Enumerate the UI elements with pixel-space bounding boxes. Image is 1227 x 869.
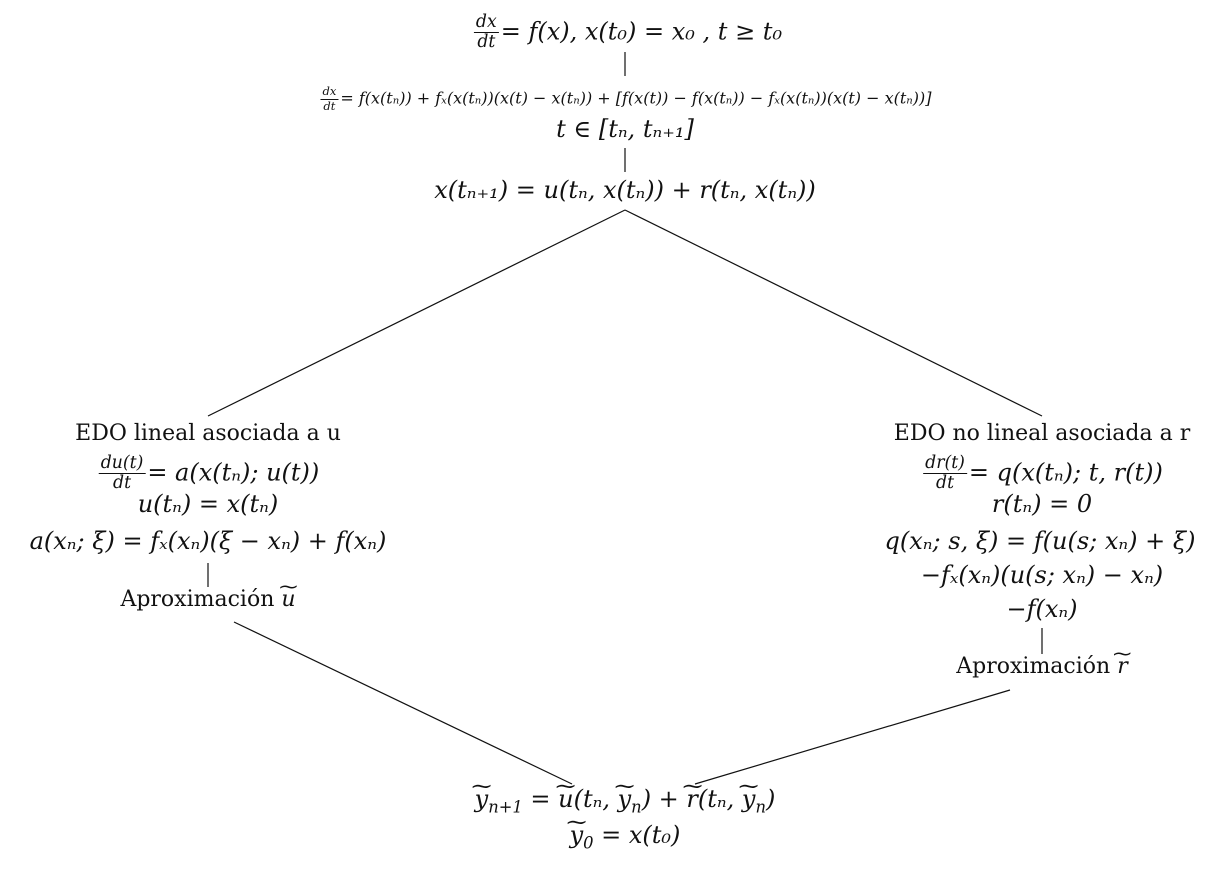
left-ode: du(t) dt = a(x(tₙ); u(t)): [97, 453, 320, 494]
left-initial-condition: u(tₙ) = x(tₙ): [137, 490, 279, 518]
init-rest: = x(t₀): [593, 821, 681, 849]
linearization-frac-den: dt: [323, 98, 336, 113]
left-approx-var: u: [281, 589, 295, 611]
ode-equation: dx dt = f(x), x(t₀) = x₀ , t ≥ t₀: [472, 12, 783, 53]
left-derivative-fraction: du(t) dt: [98, 453, 146, 494]
linearization-derivative-fraction: dx dt: [320, 84, 339, 113]
right-eq-rest: = q(x(tₙ); t, r(t)): [968, 458, 1163, 487]
scheme-u-args-pre: (tₙ,: [573, 785, 618, 813]
right-approx-var: r: [1117, 656, 1128, 678]
right-derivative-fraction: dr(t) dt: [923, 453, 967, 494]
scheme-y2-sub: n: [755, 797, 766, 817]
left-approximation: Aproximación u: [120, 589, 295, 611]
right-initial-condition: r(tₙ) = 0: [991, 490, 1093, 518]
edge-split-to-right: [624, 209, 1043, 417]
ode-rest: = f(x), x(t₀) = x₀ , t ≥ t₀: [500, 17, 783, 46]
left-frac-num: du(t): [98, 453, 146, 475]
ode-frac-den: dt: [477, 32, 496, 53]
linearization-rest: = f(x(tₙ)) + fₓ(x(tₙ))(x(t) − x(tₙ)) + […: [340, 88, 932, 108]
scheme-y1: y: [618, 787, 632, 811]
left-eq-rest: = a(x(tₙ); u(t)): [147, 458, 320, 487]
edge-split-to-left: [207, 209, 626, 417]
right-frac-den: dt: [936, 473, 955, 494]
right-definition-line3: −f(xₙ): [1006, 595, 1078, 623]
right-title: EDO no lineal asociada a r: [893, 421, 1191, 446]
ode-derivative-fraction: dx dt: [473, 12, 499, 53]
linearization-equation: dx dt = f(x(tₙ)) + fₓ(x(tₙ))(x(t) − x(tₙ…: [318, 84, 932, 113]
right-definition-line1: q(xₙ; s, ξ) = f(u(s; xₙ) + ξ): [884, 527, 1196, 555]
scheme-r: r: [686, 787, 697, 811]
right-frac-num: dr(t): [923, 453, 967, 475]
scheme-y2: y: [742, 787, 756, 811]
left-approx-label: Aproximación: [120, 587, 275, 612]
scheme-eq: =: [522, 785, 559, 813]
scheme-r-args-post: ): [765, 785, 776, 813]
numerical-scheme: yn+1 = u(tₙ, yn) + r(tₙ, yn): [475, 785, 776, 815]
init-y: y: [570, 823, 584, 847]
edge-left-to-scheme: [233, 621, 573, 785]
right-definition-line2: −fₓ(xₙ)(u(s; xₙ) − xₙ): [920, 561, 1164, 589]
left-definition: a(xₙ; ξ) = fₓ(xₙ)(ξ − xₙ) + f(xₙ): [29, 527, 387, 555]
scheme-lhs-y: y: [475, 787, 489, 811]
scheme-initial-condition: y0 = x(t₀): [570, 821, 681, 851]
scheme-lhs-sub: n+1: [488, 797, 523, 817]
split-equation: x(tₙ₊₁) = u(tₙ, x(tₙ)) + r(tₙ, x(tₙ)): [434, 176, 816, 204]
left-title: EDO lineal asociada a u: [75, 421, 341, 446]
left-frac-den: dt: [113, 473, 132, 494]
edge-right-to-scheme: [694, 689, 1011, 785]
init-sub: 0: [583, 833, 594, 853]
scheme-u-args-post: ) +: [641, 785, 687, 813]
scheme-u: u: [558, 787, 573, 811]
ode-frac-num: dx: [473, 12, 499, 34]
scheme-y1-sub: n: [631, 797, 642, 817]
linearization-frac-num: dx: [320, 84, 339, 100]
right-ode: dr(t) dt = q(x(tₙ); t, r(t)): [921, 453, 1163, 494]
interval-text: t ∈ [tₙ, tₙ₊₁]: [556, 115, 694, 143]
right-approximation: Aproximación r: [956, 656, 1127, 678]
right-approx-label: Aproximación: [956, 654, 1111, 679]
